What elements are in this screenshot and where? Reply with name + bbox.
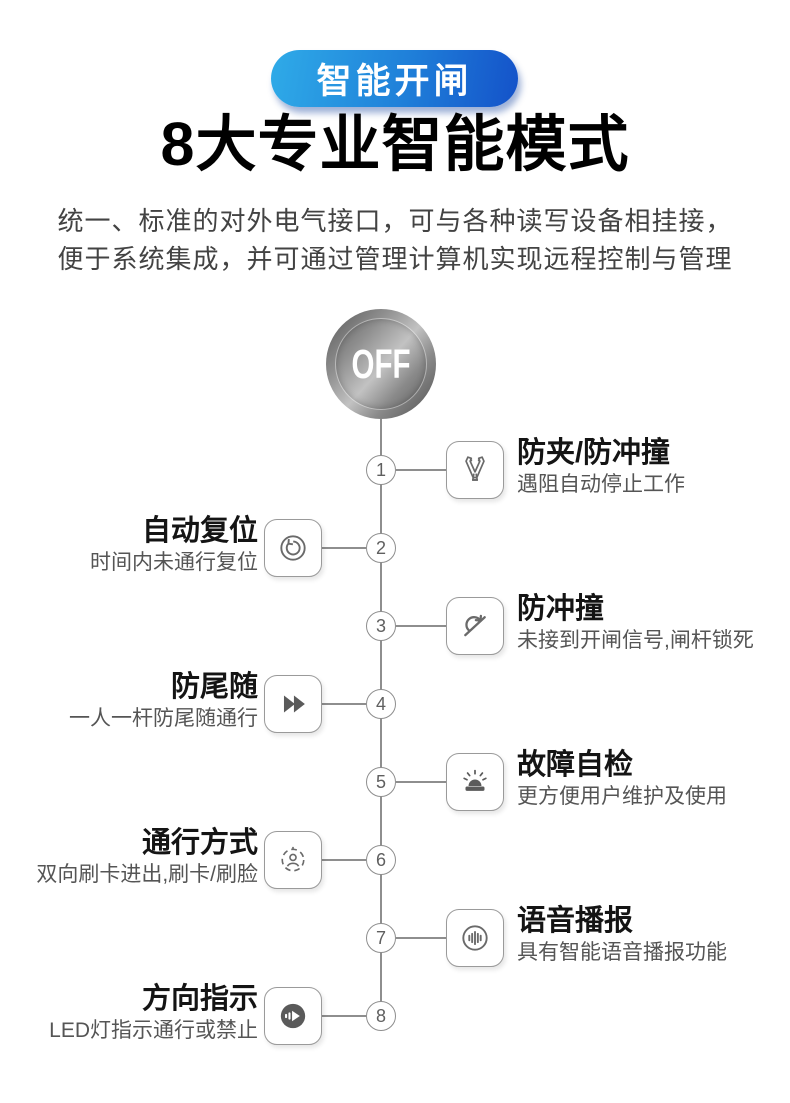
feature-desc: LED灯指示通行或禁止 [49, 1019, 258, 1042]
feature-row-8: 8 方向指示 LED灯指示通行或禁止 [0, 983, 790, 1045]
feature-title: 方向指示 [141, 983, 258, 1015]
feature-text: 方向指示 LED灯指示通行或禁止 [49, 982, 258, 1045]
step-number-1: 1 [366, 455, 396, 485]
connector-line [322, 1015, 366, 1017]
feature-text: 防冲撞 未接到开闸信号,闸杆锁死 [517, 592, 754, 655]
connector-line [322, 547, 366, 549]
connector-line [396, 469, 446, 471]
page-title: 8大专业智能模式 [160, 110, 630, 178]
feature-row-4: 4 防尾随 一人一杆防尾随通行 [0, 671, 790, 733]
feature-row-2: 2 自动复位 时间内未通行复位 [0, 515, 790, 577]
category-badge-label: 智能开闸 [316, 62, 473, 101]
feature-text: 语音播报 具有智能语音播报功能 [517, 904, 727, 967]
feature-row-6: 6 通行方式 双向刷卡进出,刷卡/刷脸 [0, 827, 790, 889]
step-number-7: 7 [366, 923, 396, 953]
feature-desc: 更方便用户维护及使用 [517, 785, 727, 808]
power-off-label: OFF [351, 340, 411, 387]
feature-text: 故障自检 更方便用户维护及使用 [517, 748, 727, 811]
page-subtitle: 统一、标准的对外电气接口，可与各种读写设备相挂接， 便于系统集成，并可通过管理计… [0, 202, 790, 278]
connector-line [396, 937, 446, 939]
direction-indicator-icon [264, 987, 322, 1045]
feature-desc: 一人一杆防尾随通行 [69, 707, 258, 730]
feature-row-1: 1 防夹/防冲撞 遇阻自动停止工作 [0, 437, 790, 499]
feature-text: 通行方式 双向刷卡进出,刷卡/刷脸 [36, 826, 258, 889]
connector-line [322, 859, 366, 861]
step-number-6: 6 [366, 845, 396, 875]
feature-title: 语音播报 [517, 905, 634, 937]
feature-text: 防夹/防冲撞 遇阻自动停止工作 [517, 436, 685, 499]
step-number-4: 4 [366, 689, 396, 719]
step-number-3: 3 [366, 611, 396, 641]
step-number-2: 2 [366, 533, 396, 563]
fault-self-check-icon [446, 753, 504, 811]
feature-desc: 遇阻自动停止工作 [517, 473, 685, 496]
category-badge: 智能开闸 [271, 50, 518, 107]
access-mode-face-icon [264, 831, 322, 889]
feature-title: 防尾随 [170, 671, 258, 703]
voice-broadcast-icon [446, 909, 504, 967]
anti-pinch-clamp-icon [446, 441, 504, 499]
feature-title: 防夹/防冲撞 [517, 437, 671, 469]
page-subtitle-line1: 统一、标准的对外电气接口，可与各种读写设备相挂接， [57, 206, 733, 236]
auto-reset-icon [264, 519, 322, 577]
feature-desc: 时间内未通行复位 [90, 551, 258, 574]
feature-row-5: 5 故障自检 更方便用户维护及使用 [0, 749, 790, 811]
anti-tailgating-icon [264, 675, 322, 733]
feature-desc: 具有智能语音播报功能 [517, 941, 727, 964]
feature-title: 通行方式 [141, 827, 258, 859]
feature-title: 防冲撞 [517, 593, 605, 625]
connector-line [322, 703, 366, 705]
anti-collision-icon [446, 597, 504, 655]
step-number-5: 5 [366, 767, 396, 797]
feature-row-3: 3 防冲撞 未接到开闸信号,闸杆锁死 [0, 593, 790, 655]
page-subtitle-line2: 便于系统集成，并可通过管理计算机实现远程控制与管理 [57, 244, 733, 274]
feature-desc: 双向刷卡进出,刷卡/刷脸 [36, 863, 258, 886]
feature-title: 故障自检 [517, 749, 634, 781]
feature-text: 防尾随 一人一杆防尾随通行 [69, 670, 258, 733]
feature-desc: 未接到开闸信号,闸杆锁死 [517, 629, 754, 652]
connector-line [396, 781, 446, 783]
feature-row-7: 7 语音播报 具有智能语音播报功能 [0, 905, 790, 967]
power-off-button-image: OFF [326, 309, 436, 419]
step-number-8: 8 [366, 1001, 396, 1031]
feature-text: 自动复位 时间内未通行复位 [90, 514, 258, 577]
feature-title: 自动复位 [141, 515, 258, 547]
connector-line [396, 625, 446, 627]
